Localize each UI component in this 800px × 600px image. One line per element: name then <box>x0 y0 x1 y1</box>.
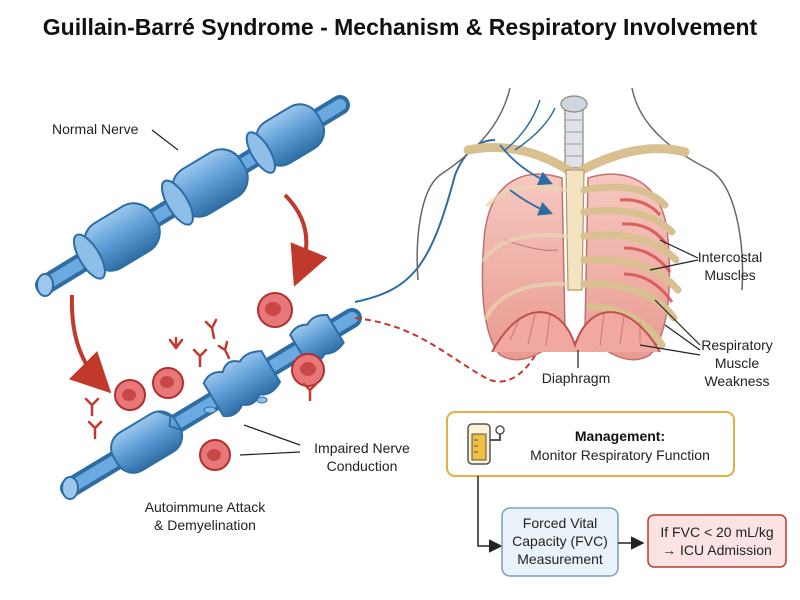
normal-nerve-label: Normal Nerve <box>52 121 179 151</box>
svg-text:Forced Vital: Forced Vital <box>523 515 597 531</box>
icu-box: If FVC < 20 mL/kg → ICU Admission <box>647 514 787 568</box>
page-title: Guillain-Barré Syndrome - Mechanism & Re… <box>42 14 758 40</box>
immune-cells <box>114 292 325 471</box>
intercostal-muscles <box>619 198 674 303</box>
antibodies <box>84 318 318 440</box>
normal-nerve-illustration <box>35 95 350 297</box>
svg-text:Normal Nerve: Normal Nerve <box>52 121 139 137</box>
svg-text:Monitor Respiratory Function: Monitor Respiratory Function <box>530 447 710 463</box>
intercostal-label: Intercostal Muscles <box>649 239 763 283</box>
svg-text:Autoimmune Attack: Autoimmune Attack <box>145 499 267 515</box>
myelin-sheath-segment <box>72 202 161 280</box>
svg-text:Capacity (FVC): Capacity (FVC) <box>512 533 608 549</box>
svg-text:Muscle: Muscle <box>715 355 760 371</box>
trachea <box>560 95 588 169</box>
progression-arrow <box>283 193 328 287</box>
svg-text:Conduction: Conduction <box>327 458 398 474</box>
torso-illustration <box>416 87 744 361</box>
rib-cage <box>580 183 682 349</box>
svg-text:Management:: Management: <box>575 428 665 444</box>
spirometer-icon <box>467 423 505 465</box>
myelin-sheath-segment <box>160 148 249 226</box>
svg-text:Diaphragm: Diaphragm <box>542 370 610 386</box>
fvc-box: Forced Vital Capacity (FVC) Measurement <box>501 507 619 577</box>
svg-text:Intercostal: Intercostal <box>698 249 763 265</box>
svg-text:Impaired Nerve: Impaired Nerve <box>314 440 410 456</box>
sternum <box>565 169 585 291</box>
svg-text:If FVC < 20 mL/kg: If FVC < 20 mL/kg <box>660 524 773 540</box>
svg-text:Weakness: Weakness <box>704 373 769 389</box>
svg-text:Measurement: Measurement <box>517 551 603 567</box>
impaired-conduction-label: Impaired Nerve Conduction <box>239 424 410 474</box>
svg-text:Respiratory: Respiratory <box>701 337 773 353</box>
svg-text:Muscles: Muscles <box>704 267 755 283</box>
myelin-sheath-segment <box>245 103 326 174</box>
damaged-nerve-illustration <box>60 308 362 500</box>
svg-text:& Demyelination: & Demyelination <box>154 517 256 533</box>
autoimmune-attack-label: Autoimmune Attack & Demyelination <box>145 499 267 533</box>
progression-arrow <box>68 294 112 394</box>
respiratory-weakness-label: Respiratory Muscle Weakness <box>639 299 773 389</box>
nerve-connection <box>354 139 496 303</box>
diaphragm-label: Diaphragm <box>542 350 610 386</box>
management-box: Management: Monitor Respiratory Function <box>446 411 735 477</box>
svg-text:→ ICU Admission: → ICU Admission <box>662 542 772 558</box>
flow-connector <box>477 476 503 553</box>
